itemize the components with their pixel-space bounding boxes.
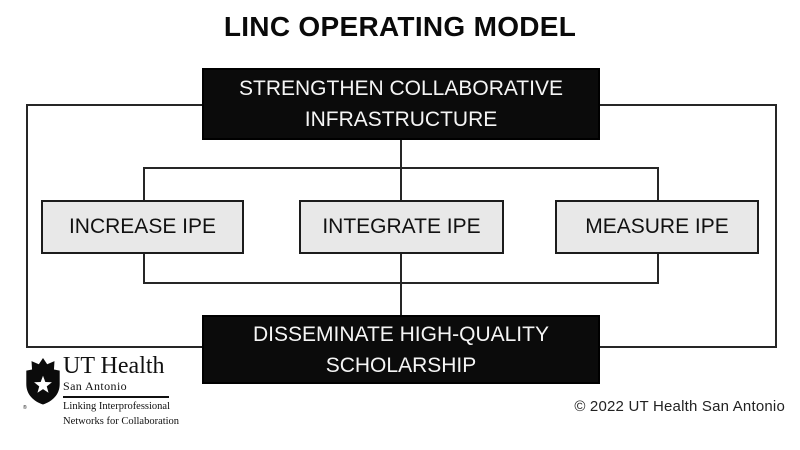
logo-text-column: UT Health San Antonio Linking Interprofe… [63,354,179,428]
copyright-text: © 2022 UT Health San Antonio [574,398,785,415]
measure-ipe-box: MEASURE IPE [555,200,759,254]
registered-mark: ® [23,405,27,411]
integrate-ipe-box: INTEGRATE IPE [299,200,504,254]
logo-divider [63,396,169,398]
logo-city: San Antonio [63,379,128,393]
page-title: LINC OPERATING MODEL [223,11,577,42]
logo-tagline-line1: Linking Interprofessional [63,401,171,412]
logo-org-name: UT Health [63,353,165,379]
increase-ipe-box: INCREASE IPE [41,200,244,254]
disseminate-box-label: DISSEMINATE HIGH-QUALITY SCHOLARSHIP [253,322,549,377]
uthealth-logo: ® UT Health San Antonio Linking Interpro… [23,354,179,428]
strengthen-box-label: STRENGTHEN COLLABORATIVE INFRASTRUCTURE [238,77,563,131]
measure-ipe-label: MEASURE IPE [585,215,729,238]
shield-star-icon: ® [23,357,60,411]
increase-ipe-label: INCREASE IPE [68,215,217,238]
integrate-ipe-label: INTEGRATE IPE [322,215,481,238]
logo-tagline-line2: Networks for Collaboration [63,416,180,427]
disseminate-scholarship-box: DISSEMINATE HIGH-QUALITY SCHOLARSHIP [202,315,600,384]
strengthen-collaborative-infrastructure-box: STRENGTHEN COLLABORATIVE INFRASTRUCTURE [202,68,600,140]
